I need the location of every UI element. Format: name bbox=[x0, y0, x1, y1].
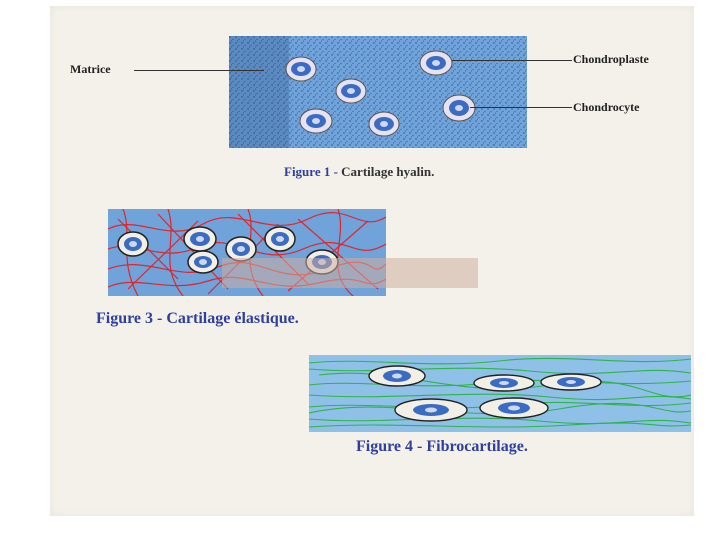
chondrocyte-cell bbox=[395, 399, 467, 421]
figure3-caption-text: Cartilage élastique. bbox=[166, 310, 298, 327]
figure1-caption: Figure 1 - Cartilage hyalin. bbox=[284, 164, 434, 180]
figure4-caption: Figure 4 - Fibrocartilage. bbox=[356, 438, 528, 456]
chondrocyte-cell bbox=[118, 232, 148, 256]
right-margin bbox=[694, 14, 720, 540]
figure4-fibrocartilage-panel bbox=[309, 355, 691, 432]
matrix-leader-line bbox=[134, 70, 264, 71]
figure3-caption-number: Figure 3 - bbox=[96, 310, 162, 327]
matrix-label: Matrice bbox=[70, 62, 111, 77]
chondrocyte-cell bbox=[286, 57, 316, 81]
chondroplast-label: Chondroplaste bbox=[573, 52, 649, 67]
figure1-hyaline-cartilage-panel bbox=[229, 36, 527, 148]
chondrocyte-cell bbox=[474, 375, 534, 391]
figure4-caption-number: Figure 4 - bbox=[356, 438, 422, 455]
chondrocyte-cell bbox=[336, 79, 366, 103]
figure1-caption-number: Figure 1 - bbox=[284, 164, 338, 179]
chondrocyte-cell bbox=[184, 227, 216, 251]
chondrocyte-cell bbox=[265, 227, 295, 251]
tape-smudge bbox=[222, 258, 478, 288]
figure4-caption-text: Fibrocartilage. bbox=[426, 438, 527, 455]
chondrocyte-cell bbox=[188, 251, 218, 273]
chondrocyte-cell bbox=[480, 398, 548, 418]
chondrocyte-cell bbox=[369, 112, 399, 136]
chondroplast-leader-line bbox=[452, 60, 572, 61]
figure3-caption: Figure 3 - Cartilage élastique. bbox=[96, 310, 299, 328]
chondrocyte-cell bbox=[541, 374, 601, 390]
figure1-caption-text: Cartilage hyalin. bbox=[341, 164, 434, 179]
chondrocyte-cell bbox=[420, 51, 452, 75]
chondrocyte-label: Chondrocyte bbox=[573, 100, 639, 115]
chondrocyte-cell bbox=[443, 95, 475, 121]
chondrocyte-cell bbox=[300, 109, 332, 133]
chondrocyte-cell bbox=[369, 366, 425, 386]
chondrocyte-leader-line bbox=[470, 107, 572, 108]
